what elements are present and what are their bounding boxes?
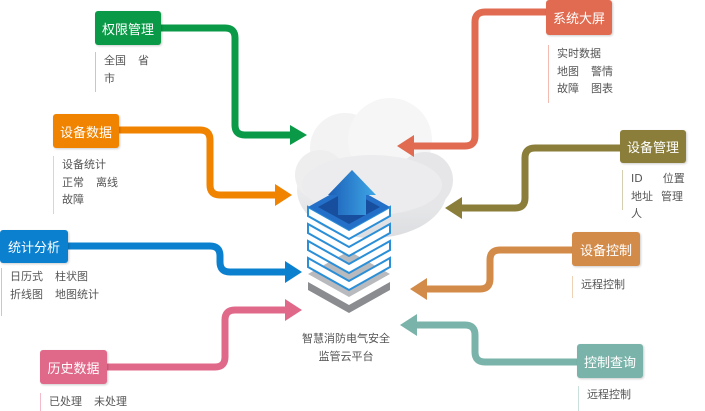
connector-history — [107, 306, 288, 371]
connector-permission — [160, 24, 292, 139]
control-query-items: 远程控制 — [578, 386, 643, 411]
item: 远程控制 — [581, 278, 625, 291]
item: 设备统计 — [62, 158, 106, 171]
item: 实时数据 — [557, 47, 601, 60]
item: 警情 — [591, 64, 613, 78]
item: 管理人 — [631, 189, 683, 221]
item: 未处理 — [94, 395, 127, 408]
item: 图表 — [591, 82, 613, 95]
server-icon — [307, 184, 391, 313]
connector-device-mgmt — [460, 144, 620, 212]
module-device-mgmt[interactable]: 设备管理 — [620, 130, 686, 163]
item: 柱状图 — [55, 270, 88, 283]
item: 地图统计 — [55, 287, 99, 301]
item: 日历式 — [10, 270, 43, 283]
connector-control-query — [415, 321, 577, 366]
item: 离线 — [96, 175, 118, 189]
item: 省 — [138, 54, 149, 67]
platform-name-line1: 智慧消防电气安全 — [302, 332, 390, 345]
item: 地址 — [631, 189, 653, 203]
item: 市 — [104, 71, 115, 85]
device-mgmt-items: ID 位置 地址管理人 — [622, 170, 705, 220]
item: 正常 — [62, 175, 84, 189]
connector-device-control — [425, 246, 572, 293]
module-device-data[interactable]: 设备数据 — [53, 114, 119, 148]
item: 已处理 — [49, 395, 82, 408]
module-control-query[interactable]: 控制查询 — [577, 344, 643, 378]
big-screen-items: 实时数据 地图警情 故障图表 — [548, 45, 625, 103]
upload-arrow-icon — [328, 170, 376, 215]
module-permission[interactable]: 权限管理 — [95, 11, 161, 45]
connector-big-screen — [412, 8, 546, 150]
item: 地图 — [557, 64, 579, 78]
permission-items: 全国省 市 — [95, 52, 161, 92]
module-statistics[interactable]: 统计分析 — [0, 230, 68, 263]
item: 故障 — [62, 193, 84, 206]
device-data-items: 设备统计 正常离线 故障 — [53, 156, 130, 214]
module-history[interactable]: 历史数据 — [40, 350, 107, 384]
platform-label: 智慧消防电气安全 监管云平台 — [290, 330, 402, 366]
connector-statistics — [68, 242, 288, 276]
statistics-items: 日历式柱状图 折线图地图统计 — [1, 268, 111, 316]
item: 故障 — [557, 82, 579, 95]
item: 全国 — [104, 54, 126, 67]
history-items: 已处理未处理 — [40, 393, 139, 411]
item: ID — [631, 172, 643, 185]
module-big-screen[interactable]: 系统大屏 — [546, 0, 612, 35]
item: 远程控制 — [587, 388, 631, 401]
module-device-control[interactable]: 设备控制 — [572, 232, 640, 266]
item: 折线图 — [10, 287, 43, 301]
platform-name-line2: 监管云平台 — [318, 350, 374, 363]
item: 位置 — [662, 172, 685, 185]
connector-device-data — [119, 126, 278, 199]
arrowheads — [275, 125, 462, 336]
device-control-items: 远程控制 — [572, 276, 637, 298]
